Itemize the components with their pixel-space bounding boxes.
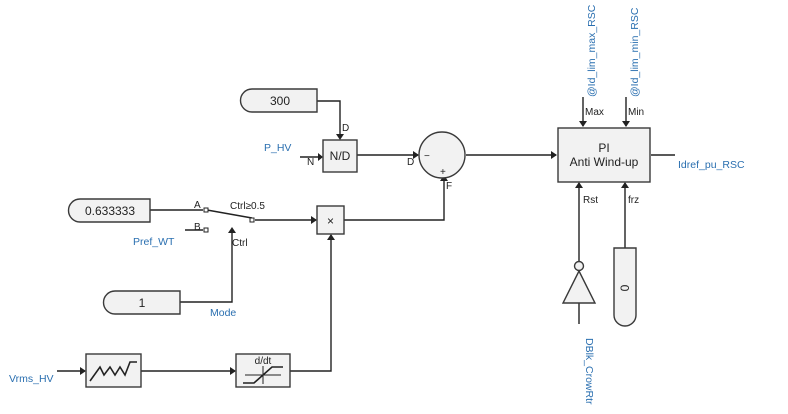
multiplier-block[interactable]: × <box>316 205 345 235</box>
signal-vrms-hv: Vrms_HV <box>9 373 54 385</box>
summer-plus-sign: + <box>440 167 446 178</box>
switch-port-a: A <box>194 200 201 211</box>
summer-minus-sign: − <box>424 151 430 162</box>
switch-condition: Ctrl≥0.5 <box>230 201 265 212</box>
pi-label: PI <box>598 141 609 155</box>
constant-0-block[interactable]: 0 <box>613 247 637 327</box>
constant-0633333-value: 0.633333 <box>85 204 135 218</box>
signal-idref-pu-rsc: Idref_pu_RSC <box>678 159 745 171</box>
constant-1-value: 1 <box>139 296 146 310</box>
switch-port-ctrl: Ctrl <box>232 238 248 249</box>
divider-label: N/D <box>330 149 351 163</box>
wire-multiplier-to-summer <box>344 177 445 221</box>
filter-icon <box>89 361 137 382</box>
arrowhead <box>551 151 557 159</box>
constant-1-block[interactable]: 1 <box>102 290 181 315</box>
arrowhead <box>579 121 587 127</box>
arrowhead <box>575 182 583 188</box>
arrowhead <box>327 234 335 240</box>
selector-switch[interactable] <box>203 207 255 233</box>
limiter-curve-icon <box>243 366 283 384</box>
arrowhead <box>228 227 236 233</box>
signal-id-lim-max-rsc: @Id_lim_max_RSC <box>586 4 598 97</box>
divider-port-n: N <box>307 157 314 168</box>
constant-0-value: 0 <box>618 284 632 291</box>
multiplier-symbol: × <box>327 214 334 228</box>
wire-300-to-divider <box>317 100 341 138</box>
arrowhead <box>622 121 630 127</box>
divider-port-d: D <box>342 123 349 134</box>
pi-port-min: Min <box>628 107 644 118</box>
signal-mode: Mode <box>210 307 236 319</box>
wire-derivative-to-multiplier <box>290 235 332 372</box>
derivative-block[interactable]: d/dt <box>235 353 291 388</box>
constant-300-value: 300 <box>270 94 290 108</box>
signal-id-lim-min-rsc: @Id_lim_min_RSC <box>629 7 641 97</box>
pi-anti-windup-block[interactable]: PI Anti Wind-up <box>557 127 651 183</box>
constant-300-block[interactable]: 300 <box>239 88 318 113</box>
summer-port-d: D <box>407 157 414 168</box>
divider-block[interactable]: N/D <box>322 139 358 173</box>
signal-dblk-crowrtr: DBlk_CrowRtr <box>583 338 595 405</box>
signal-pref-wt: Pref_WT <box>133 236 175 248</box>
wires <box>57 97 675 375</box>
wire-mode-to-ctrl <box>180 229 233 303</box>
switch-port-b: B <box>194 222 201 233</box>
filter-block[interactable] <box>85 353 142 388</box>
arrowhead <box>318 153 323 161</box>
pi-port-max: Max <box>585 107 604 118</box>
pi-port-frz: frz <box>628 195 639 206</box>
arrowhead <box>311 216 317 224</box>
arrowhead <box>413 151 419 159</box>
pi-port-rst: Rst <box>583 195 598 206</box>
summer-port-f: F <box>446 181 452 192</box>
arrowhead <box>80 367 86 375</box>
arrowhead <box>621 182 629 188</box>
derivative-label: d/dt <box>255 356 272 367</box>
signal-p-hv: P_HV <box>264 142 291 154</box>
not-gate[interactable] <box>561 260 597 304</box>
constant-0633333-block[interactable]: 0.633333 <box>67 198 151 223</box>
pi-anti-windup-label: Anti Wind-up <box>570 155 639 169</box>
arrowhead <box>336 134 344 140</box>
summing-junction[interactable] <box>418 131 466 179</box>
arrowhead <box>230 367 236 375</box>
